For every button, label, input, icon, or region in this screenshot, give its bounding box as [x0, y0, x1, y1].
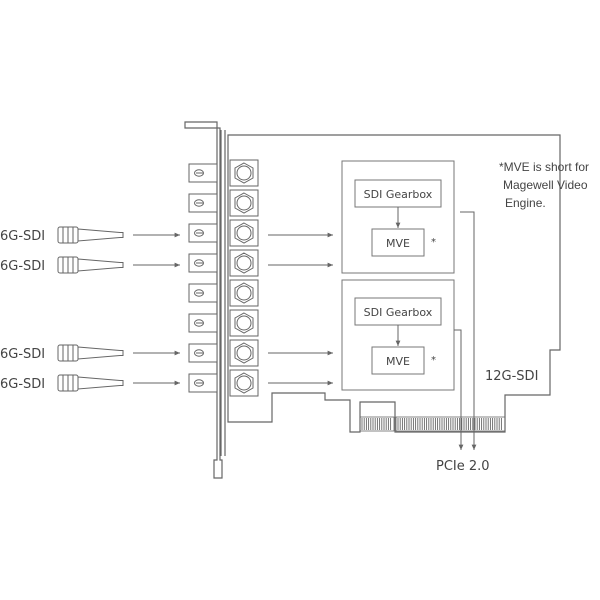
pcie-contact-frame — [395, 416, 506, 432]
mve-lower-asterisk: * — [431, 355, 436, 366]
mve-upper-label: MVE — [386, 237, 410, 250]
bnc-connector — [188, 369, 259, 397]
input-signal-label: 6G-SDI — [0, 347, 45, 362]
mounting-bracket — [184, 121, 226, 479]
sdi-gearbox-upper-label: SDI Gearbox — [364, 188, 433, 201]
sdi-cable-connector — [57, 256, 124, 274]
mve-lower-label: MVE — [386, 355, 410, 368]
mve-footnote: *MVE is short for Magewell Video Engine. — [499, 160, 589, 210]
sdi-cable-connector — [57, 344, 124, 362]
input-signal-label: 6G-SDI — [0, 377, 45, 392]
bnc-connector — [188, 339, 259, 367]
input-signal-label: 6G-SDI — [0, 229, 45, 244]
mve-upper-asterisk: * — [431, 237, 436, 248]
bnc-connector — [188, 189, 259, 217]
footnote-line-2: Magewell Video — [503, 178, 588, 192]
connector-arrows — [268, 232, 333, 386]
sdi-input-row: 6G-SDI — [0, 256, 180, 274]
sdi-input-row: 6G-SDI — [0, 374, 180, 392]
footnote-line-3: Engine. — [505, 196, 546, 210]
bnc-connector — [188, 279, 259, 307]
processing-block-lower: SDI Gearbox MVE * — [341, 279, 455, 391]
sdi-cable-connector — [57, 226, 124, 244]
output-12g-sdi-label: 12G-SDI — [485, 369, 538, 384]
sdi-input-row: 6G-SDI — [0, 344, 180, 362]
bnc-connectors — [188, 159, 259, 397]
pcie-output-lines — [454, 211, 477, 450]
pcie-label: PCIe 2.0 — [436, 459, 490, 474]
bnc-connector — [188, 219, 259, 247]
bnc-connector — [188, 159, 259, 187]
sdi-gearbox-upper — [354, 179, 442, 208]
sdi-gearbox-lower — [354, 297, 442, 326]
bnc-connector — [188, 309, 259, 337]
input-signal-label: 6G-SDI — [0, 259, 45, 274]
sdi-gearbox-lower-label: SDI Gearbox — [364, 306, 433, 319]
processing-block-upper: SDI Gearbox MVE * — [341, 160, 455, 274]
mve-upper — [371, 228, 425, 257]
sdi-inputs: 6G-SDI 6G-SDI 6G-SDI 6G-SDI — [0, 226, 180, 392]
pcie-contacts — [359, 416, 506, 432]
sdi-input-row: 6G-SDI — [0, 226, 180, 244]
pcie-contact-frame — [359, 416, 395, 432]
footnote-line-1: *MVE is short for — [499, 160, 589, 174]
sdi-cable-connector — [57, 374, 124, 392]
bnc-connector — [188, 249, 259, 277]
mve-lower — [371, 346, 425, 375]
